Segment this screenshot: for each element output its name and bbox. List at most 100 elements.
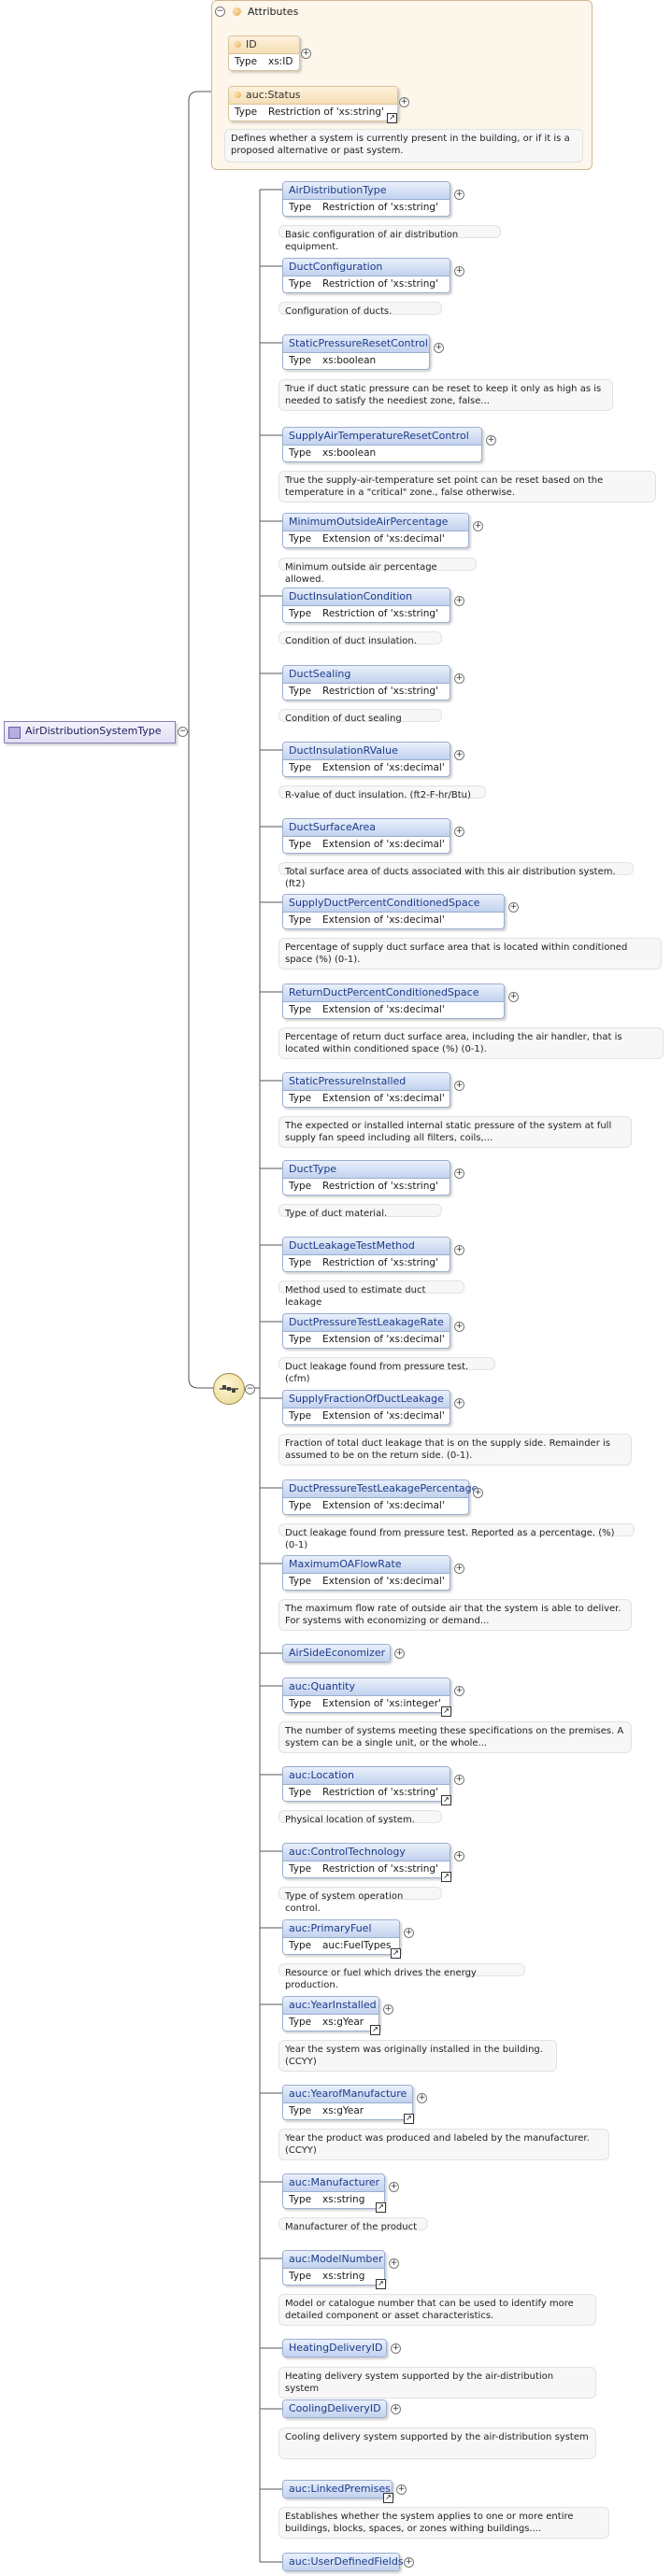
type-link-arrow-icon[interactable]: ↗ xyxy=(376,2202,386,2213)
expand-icon[interactable]: + xyxy=(454,1564,464,1574)
type-link-arrow-icon[interactable]: ↗ xyxy=(370,2025,380,2035)
expand-icon[interactable]: + xyxy=(394,1649,405,1659)
root-element[interactable]: AirDistributionSystemType xyxy=(4,721,176,743)
collapse-root-icon[interactable]: − xyxy=(178,727,188,737)
type-label: Type xyxy=(289,1004,312,1015)
type-link-arrow-icon[interactable]: ↗ xyxy=(387,113,397,123)
type-label: Type xyxy=(289,447,312,459)
element-name: auc:Quantity xyxy=(283,1678,450,1696)
attribute-icon xyxy=(235,41,241,48)
element-name: DuctInsulationRValue xyxy=(283,743,450,760)
child-element[interactable]: CoolingDeliveryID xyxy=(282,2399,387,2418)
expand-icon[interactable]: + xyxy=(417,2093,427,2103)
child-element[interactable]: HeatingDeliveryID xyxy=(282,2339,387,2357)
element-type: Restriction of 'xs:string' xyxy=(322,278,438,290)
attribute-documentation: Defines whether a system is currently pr… xyxy=(224,129,583,163)
expand-icon[interactable]: + xyxy=(383,2004,393,2015)
type-link-arrow-icon[interactable]: ↗ xyxy=(441,1706,451,1717)
type-label: Type xyxy=(289,1257,312,1268)
expand-icon[interactable]: + xyxy=(389,2258,399,2269)
type-link-arrow-icon[interactable]: ↗ xyxy=(391,1948,401,1959)
expand-icon[interactable]: + xyxy=(454,1398,464,1408)
type-link-arrow-icon[interactable]: ↗ xyxy=(441,1872,451,1882)
type-link-arrow-icon[interactable]: ↗ xyxy=(441,1795,451,1805)
expand-icon[interactable]: + xyxy=(454,827,464,837)
expand-icon[interactable]: + xyxy=(473,1488,483,1498)
expand-icon[interactable]: + xyxy=(454,190,464,200)
collapse-attributes-icon[interactable]: − xyxy=(215,7,225,17)
expand-icon[interactable]: + xyxy=(399,97,409,107)
expand-icon[interactable]: + xyxy=(508,992,519,1002)
expand-icon[interactable]: + xyxy=(301,49,311,59)
expand-icon[interactable]: + xyxy=(391,2404,401,2414)
child-element[interactable]: AirSideEconomizer xyxy=(282,1644,391,1663)
element-type: xs:string xyxy=(322,2194,365,2205)
expand-icon[interactable]: + xyxy=(454,1245,464,1255)
element-documentation: Percentage of supply duct surface area t… xyxy=(278,938,662,970)
type-link-arrow-icon[interactable]: ↗ xyxy=(383,2493,393,2503)
child-element[interactable]: auc:UserDefinedFields xyxy=(282,2553,404,2571)
type-link-arrow-icon[interactable]: ↗ xyxy=(376,2279,386,2289)
expand-icon[interactable]: + xyxy=(454,1168,464,1179)
collapse-sequence-icon[interactable]: − xyxy=(245,1384,255,1394)
expand-icon[interactable]: + xyxy=(454,1081,464,1091)
element-documentation: The number of systems meeting these spec… xyxy=(278,1721,632,1753)
element-name: StaticPressureInstalled xyxy=(283,1073,450,1091)
type-link-arrow-icon[interactable]: ↗ xyxy=(404,2114,414,2124)
expand-icon[interactable]: + xyxy=(389,2182,399,2192)
expand-icon[interactable]: + xyxy=(486,435,496,446)
expand-icon[interactable]: + xyxy=(396,2484,407,2495)
expand-icon[interactable]: + xyxy=(454,750,464,760)
expand-icon[interactable]: + xyxy=(454,596,464,606)
expand-icon[interactable]: + xyxy=(404,1928,414,1938)
expand-icon[interactable]: + xyxy=(508,902,519,913)
expand-icon[interactable]: + xyxy=(454,266,464,276)
element-type: xs:gYear xyxy=(322,2017,364,2028)
element-type: Extension of 'xs:decimal' xyxy=(322,1410,445,1422)
expand-icon[interactable]: + xyxy=(454,673,464,684)
expand-icon[interactable]: + xyxy=(454,1775,464,1785)
expand-icon[interactable]: + xyxy=(454,1851,464,1861)
child-element[interactable]: auc:LinkedPremises xyxy=(282,2480,393,2498)
type-label: Type xyxy=(289,1940,312,1951)
expand-icon[interactable]: + xyxy=(404,2557,414,2568)
expand-icon[interactable]: + xyxy=(434,343,444,353)
type-label: Type xyxy=(289,1093,312,1104)
expand-icon[interactable]: + xyxy=(454,1686,464,1696)
expand-icon[interactable]: + xyxy=(454,1322,464,1332)
expand-icon[interactable]: + xyxy=(391,2343,401,2354)
expand-icon[interactable]: + xyxy=(473,521,483,531)
